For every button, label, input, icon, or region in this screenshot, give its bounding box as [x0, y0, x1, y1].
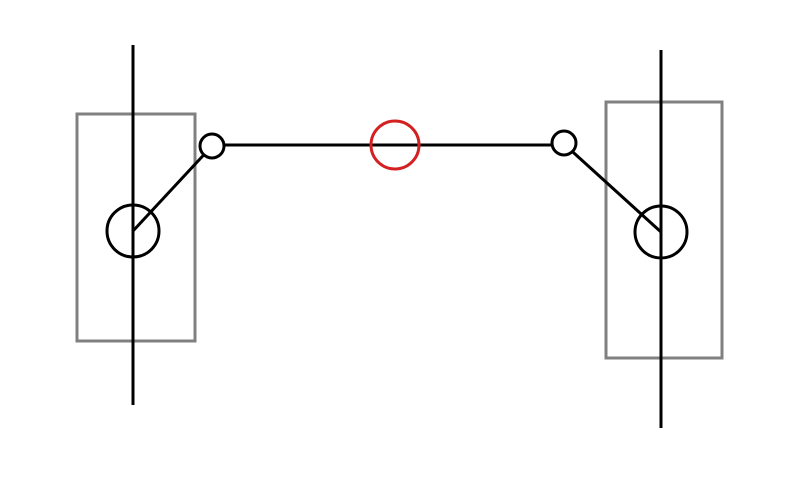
left-ball-joint: [198, 132, 226, 160]
right-steering-arm: [562, 142, 663, 234]
right-ball-joint: [550, 129, 578, 157]
right-wheel-assembly: [562, 50, 724, 428]
left-wheel-assembly: [75, 45, 214, 405]
left-steering-arm: [131, 144, 214, 233]
center-highlight-circle: [369, 119, 421, 171]
right-wheel-outline: [604, 100, 724, 360]
left-kingpin-pivot: [105, 203, 161, 259]
right-kingpin-pivot: [633, 204, 689, 260]
left-wheel-outline: [75, 112, 197, 343]
